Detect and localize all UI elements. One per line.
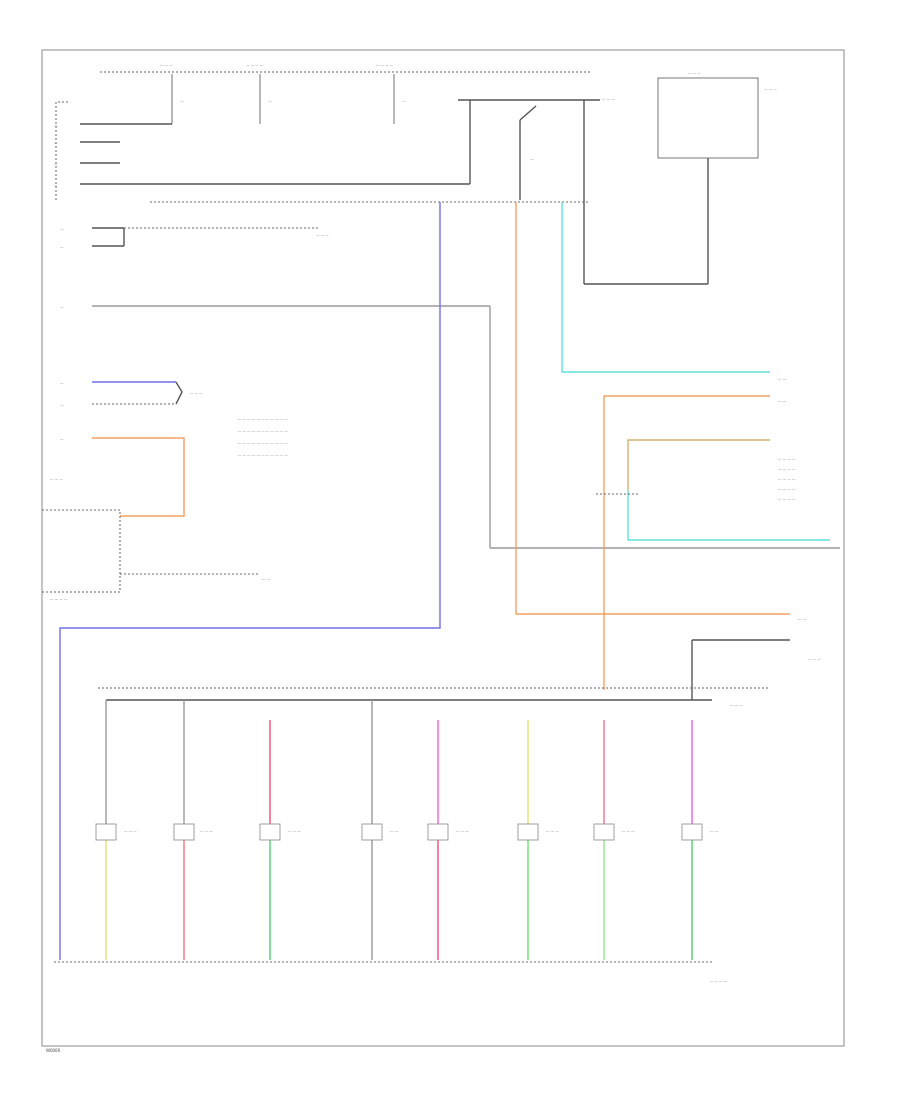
svg-text:— — —: — — — [50, 477, 63, 481]
svg-text:— — — —: — — — — [246, 63, 264, 67]
right-connector-block: — — — — — — — — — — — — — — — — — — — — … [596, 377, 821, 700]
svg-text:—: — [60, 245, 64, 249]
diagram-frame [41, 49, 845, 1047]
svg-text:—: — [54, 141, 58, 145]
bottom-bus-section: — — — — — — — — — — — — — — — — — — — — … [54, 687, 770, 983]
svg-text:— — —: — — — [200, 829, 213, 833]
svg-text:— — —: — — — [288, 829, 301, 833]
svg-text:—: — [530, 157, 534, 161]
svg-text:—: — [60, 403, 64, 407]
svg-text:— — — — — — — — — — —: — — — — — — — — — — — [238, 453, 288, 457]
svg-text:— — —: — — — [688, 71, 701, 75]
svg-text:—: — [60, 437, 64, 441]
svg-text:—: — [268, 99, 272, 103]
svg-text:— —: — — [778, 399, 787, 403]
middle-left-section: — — — — — — — — — — — — — — — — — — — — … [42, 227, 840, 601]
svg-text:— — —: — — — [124, 829, 137, 833]
svg-text:—: — [54, 123, 58, 127]
svg-text:— — —: — — — [160, 63, 173, 67]
svg-text:— — — —: — — — — [778, 457, 796, 461]
svg-text:— —: — — [262, 577, 271, 581]
svg-text:—: — [54, 183, 58, 187]
svg-text:—: — [60, 227, 64, 231]
top-fuse-section: — — — — — — — — — — — — — — — — — — — — … [54, 63, 777, 285]
svg-text:— —: — — [778, 377, 787, 381]
svg-text:—: — [180, 99, 184, 103]
svg-text:— — —: — — — [546, 829, 559, 833]
svg-text:—: — [402, 99, 406, 103]
svg-text:— — — — — — — — — — —: — — — — — — — — — — — [238, 429, 288, 433]
svg-text:— — — —: — — — — [778, 487, 796, 491]
svg-text:— — —: — — — [730, 703, 743, 707]
svg-text:— —: — — [710, 829, 719, 833]
svg-text:— — —: — — — [764, 87, 777, 91]
svg-text:— — —: — — — [456, 829, 469, 833]
svg-text:— — — —: — — — — [778, 467, 796, 471]
svg-text:— — — —: — — — — [50, 597, 68, 601]
svg-text:— — — —: — — — — [778, 497, 796, 501]
svg-text:—: — [60, 305, 64, 309]
svg-text:— — — —: — — — — [778, 477, 796, 481]
svg-text:— — —: — — — [602, 97, 615, 101]
svg-text:—: — [60, 381, 64, 385]
svg-text:— — — —: — — — — [710, 979, 728, 983]
svg-text:— — — — — — — — — — —: — — — — — — — — — — — [238, 441, 288, 445]
svg-text:—: — [54, 162, 58, 166]
svg-text:— — —: — — — [622, 829, 635, 833]
svg-text:— —: — — [798, 617, 807, 621]
footer-code: W0000 [46, 1048, 61, 1053]
svg-text:— —: — — [390, 829, 399, 833]
svg-text:— — — —: — — — — [376, 63, 394, 67]
svg-text:— — — — — — — — — — —: — — — — — — — — — — — [238, 417, 288, 421]
svg-text:— — —: — — — [808, 657, 821, 661]
svg-text:— — —: — — — [316, 233, 329, 237]
vertical-wires [59, 202, 830, 960]
svg-text:— — —: — — — [190, 391, 203, 395]
